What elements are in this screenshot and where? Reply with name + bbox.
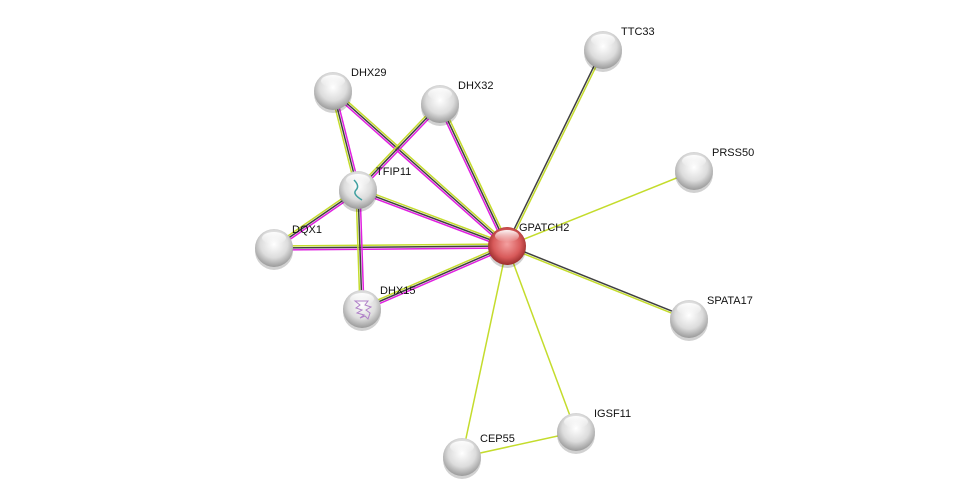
- protein-structure-icon: [353, 179, 363, 201]
- node-prss50[interactable]: PRSS50: [675, 147, 754, 193]
- edge-line-coexpression: [361, 245, 508, 310]
- node-label: CEP55: [480, 433, 515, 445]
- node-label: TTC33: [621, 26, 655, 38]
- edge-line-coexpression: [273, 245, 508, 249]
- edge-line-textmining: [506, 246, 689, 321]
- edge-line-textmining: [273, 243, 507, 247]
- edge-line-textmining: [360, 243, 507, 308]
- edge-line-coexpression: [507, 244, 690, 319]
- node-label: PRSS50: [712, 147, 754, 159]
- edge-line-coexpression: [357, 103, 441, 191]
- edge-GPATCH2-DHX15[interactable]: [360, 243, 509, 312]
- edge-GPATCH2-PRSS50[interactable]: [506, 170, 695, 247]
- node-spata17[interactable]: SPATA17: [670, 295, 753, 341]
- node-dhx29[interactable]: DHX29: [314, 67, 386, 113]
- edge-GPATCH2-DHX29[interactable]: [331, 88, 509, 249]
- edge-line-textmining: [441, 102, 510, 246]
- edge-DHX32-TFIP11[interactable]: [356, 102, 442, 192]
- node-dqx1[interactable]: DQX1: [255, 224, 322, 270]
- edge-GPATCH2-SPATA17[interactable]: [506, 244, 690, 321]
- edge-GPATCH2-TFIP11[interactable]: [357, 187, 508, 249]
- edge-line-coexpression: [439, 103, 508, 247]
- node-label: DHX32: [458, 80, 493, 92]
- node-ttc33[interactable]: TTC33: [584, 26, 655, 72]
- edge-GPATCH2-DHX32[interactable]: [437, 102, 510, 248]
- edge-GPATCH2-DQX1[interactable]: [273, 243, 508, 251]
- edge-line-experiments: [274, 247, 508, 251]
- edge-line-experiments: [437, 104, 506, 248]
- node-cep55[interactable]: CEP55: [443, 433, 515, 479]
- edge-line-coexpression: [332, 90, 508, 247]
- edge-TFIP11-DHX15[interactable]: [355, 189, 365, 310]
- node-label: DQX1: [292, 224, 322, 236]
- node-label: TFIP11: [376, 166, 411, 178]
- edge-line-coexpression: [357, 189, 508, 247]
- edge-line-textmining: [358, 187, 508, 245]
- edge-line-textmining: [356, 102, 440, 190]
- edge-GPATCH2-CEP55[interactable]: [461, 245, 508, 458]
- edge-line-experiments: [357, 191, 507, 249]
- node-dhx32[interactable]: DHX32: [421, 80, 493, 126]
- edge-line-textmining: [506, 245, 577, 433]
- node-label: GPATCH2: [519, 222, 569, 234]
- edge-line-coexpression: [357, 189, 363, 310]
- edge-line-coexpression: [505, 49, 603, 246]
- node-igsf11[interactable]: IGSF11: [557, 408, 631, 454]
- edge-line-experiments: [358, 104, 442, 192]
- edge-line-textmining: [355, 190, 361, 310]
- node-dhx15[interactable]: DHX15: [343, 285, 415, 331]
- edge-line-textmining: [333, 88, 509, 246]
- node-tfip11[interactable]: TFIP11: [339, 166, 411, 212]
- protein-structure-icon: [353, 300, 373, 320]
- edge-line-textmining: [461, 431, 577, 458]
- edge-line-textmining: [461, 245, 508, 458]
- node-gpatch2[interactable]: GPATCH2: [488, 222, 569, 268]
- edge-line-experiments: [331, 91, 507, 249]
- edge-line-experiments: [362, 247, 509, 312]
- node-label: IGSF11: [594, 408, 631, 420]
- edge-line-textmining: [506, 170, 695, 247]
- node-label: SPATA17: [707, 295, 753, 307]
- edge-CEP55-IGSF11[interactable]: [461, 431, 577, 458]
- edge-line-experiments: [359, 189, 365, 309]
- node-label: DHX15: [380, 285, 415, 297]
- edge-GPATCH2-IGSF11[interactable]: [506, 245, 577, 433]
- edge-line-textmining: [507, 50, 605, 247]
- node-label: DHX29: [351, 67, 386, 79]
- edge-GPATCH2-TTC33[interactable]: [505, 49, 605, 247]
